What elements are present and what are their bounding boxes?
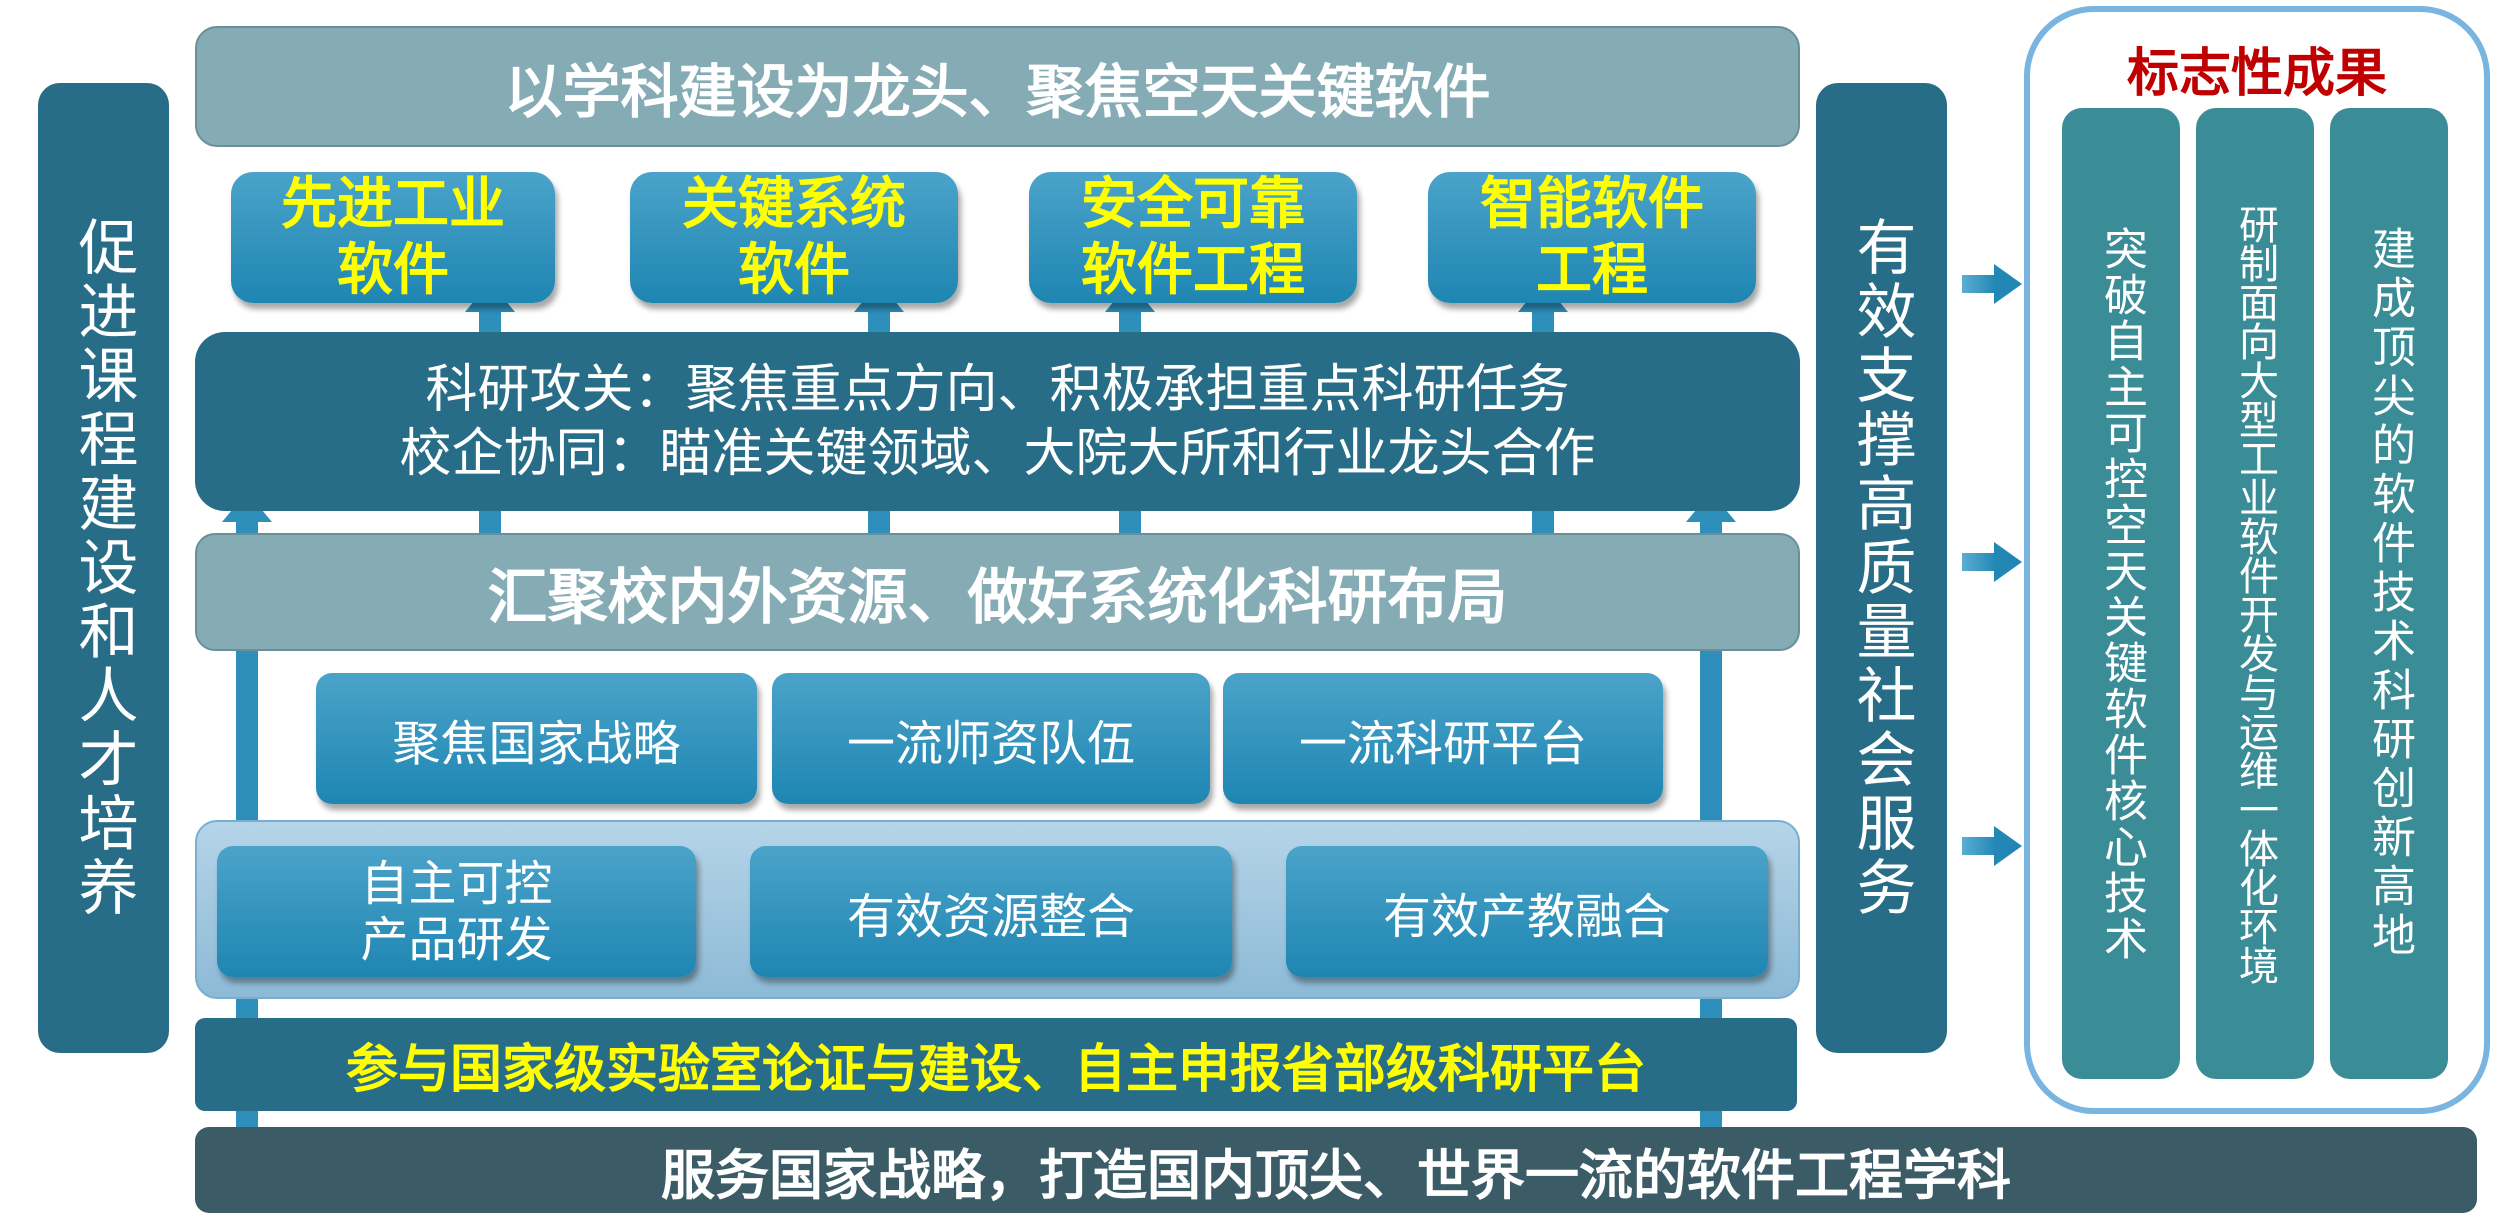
platform-bar: 参与国家级实验室论证与建设、自主申报省部级科研平台 <box>195 1018 1797 1111</box>
foundation-box: 有效资源整合 <box>750 846 1232 977</box>
focus-area-label: 安全可靠 <box>1081 171 1305 237</box>
focus-area-label: 关键系统 <box>682 171 906 237</box>
right-support-bar: 有效支撑高质量社会服务 <box>1816 83 1947 1053</box>
right-arrow-icon <box>1962 264 2022 304</box>
result-column: 研制面向大型工业软件开发与运维一体化环境 <box>2196 108 2314 1079</box>
foundation-label: 产品研发 <box>360 911 553 968</box>
foundation-label: 自主可控 <box>360 855 553 912</box>
focus-area-label: 软件工程 <box>1081 237 1305 303</box>
focus-area: 先进工业软件 <box>231 172 555 303</box>
resources-banner: 汇聚校内外资源、做好系统化科研布局 <box>195 533 1800 651</box>
result-column: 突破自主可控空天关键软件核心技术 <box>2062 108 2180 1079</box>
focus-area: 智能软件工程 <box>1428 172 1756 303</box>
focus-area-label: 先进工业 <box>281 171 505 237</box>
focus-area: 安全可靠软件工程 <box>1029 172 1357 303</box>
result-text: 研制面向大型工业软件开发与运维一体化环境 <box>2232 203 2278 984</box>
right-arrow-icon <box>1962 826 2022 866</box>
left-bar: 促进课程建设和人才培养 <box>38 83 169 1053</box>
foundation-box: 自主可控产品研发 <box>217 846 696 977</box>
top-banner: 以学科建设为龙头、聚焦空天关键软件 <box>195 26 1800 147</box>
result-column: 建成顶尖的软件技术科研创新高地 <box>2330 108 2448 1079</box>
foundation-box: 有效产教融合 <box>1286 846 1768 977</box>
research-line: 校企协同：瞄准关键领域、大院大所和行业龙头合作 <box>399 423 1596 484</box>
research-box: 科研攻关：聚焦重点方向、积极承担重点科研任务 校企协同：瞄准关键领域、大院大所和… <box>195 332 1800 511</box>
focus-area-label: 软件 <box>337 237 449 303</box>
foundation-label: 有效产教融合 <box>1382 888 1671 945</box>
result-text: 建成顶尖的软件技术科研创新高地 <box>2364 226 2415 961</box>
right-arrow-icon <box>1962 542 2022 582</box>
research-line: 科研攻关：聚焦重点方向、积极承担重点科研任务 <box>425 359 1570 420</box>
result-text: 突破自主可控空天关键软件核心技术 <box>2096 225 2147 962</box>
focus-area: 关键系统软件 <box>630 172 958 303</box>
focus-area-label: 工程 <box>1536 237 1648 303</box>
pillar-box: 一流科研平台 <box>1223 673 1663 804</box>
results-title: 标志性成果 <box>2126 43 2387 104</box>
bottom-bar: 服务国家战略，打造国内顶尖、世界一流的软件工程学科 <box>195 1127 2477 1213</box>
pillar-box: 聚焦国家战略 <box>316 673 757 804</box>
focus-area-label: 智能软件 <box>1480 171 1704 237</box>
focus-area-label: 软件 <box>738 237 850 303</box>
pillar-box: 一流师资队伍 <box>772 673 1210 804</box>
foundation-label: 有效资源整合 <box>846 888 1135 945</box>
